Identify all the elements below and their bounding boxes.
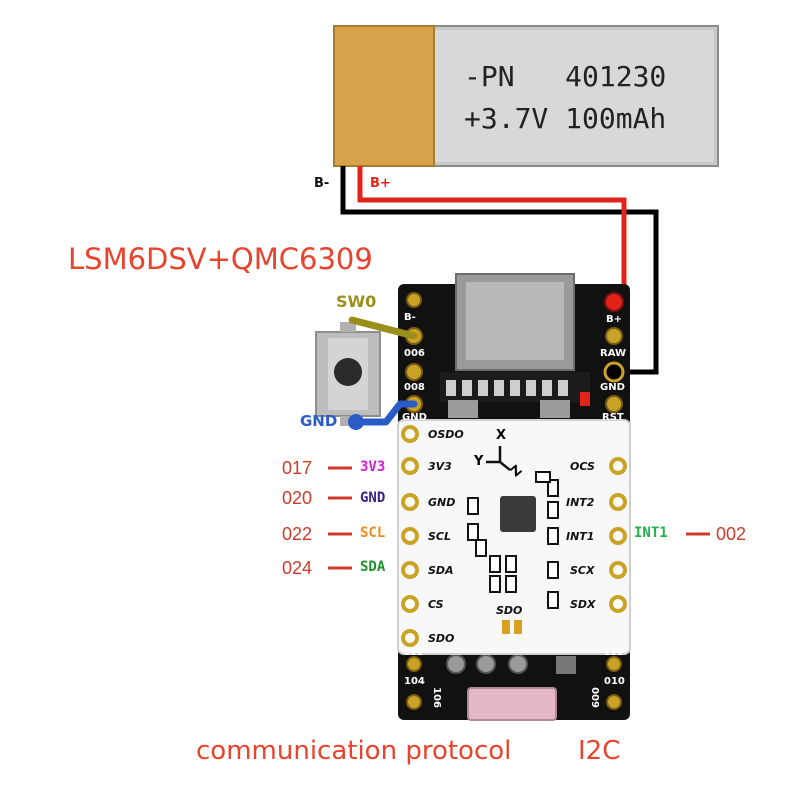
edge-pin-bplus: B+ <box>606 314 623 325</box>
callout-name-scl: SCL <box>360 525 386 541</box>
bottom-pin-104: 104 <box>404 676 425 687</box>
protocol-value: I2C <box>578 736 621 766</box>
module-pin-scx: SCX <box>570 564 595 577</box>
callout-dashes <box>328 466 710 570</box>
module-sdo-label: SDO <box>496 604 523 617</box>
bottom-pin-010: 010 <box>604 676 625 687</box>
axis-indicator <box>486 446 511 471</box>
callout-num-sda: 024 <box>282 558 313 578</box>
module-pin-int2: INT2 <box>566 496 595 509</box>
axis-y-label: Y <box>474 454 484 469</box>
page-title: LSM6DSV+QMC6309 <box>68 242 373 276</box>
edge-pin-006: 006 <box>404 348 425 359</box>
bottom-pin-106: 106 <box>430 687 442 708</box>
reset-button <box>467 687 557 721</box>
callout-name-3v3: 3V3 <box>360 459 386 475</box>
edge-pin-bneg: B- <box>404 312 416 323</box>
module-pin-sdx: SDX <box>570 598 596 611</box>
axis-x-label: X <box>496 428 507 443</box>
edge-pin-008: 008 <box>404 382 425 393</box>
edge-pin-gnd-right: GND <box>600 382 625 393</box>
imu-chip <box>500 496 536 532</box>
pad-gnd <box>603 361 625 383</box>
bottom-pin-111: 111 <box>604 648 623 658</box>
edge-pin-rst: RST <box>602 412 624 423</box>
battery-pos-label: B+ <box>370 176 391 191</box>
protocol-label: communication protocol <box>196 736 512 766</box>
gnd-wire-end <box>348 414 364 430</box>
callout-num-int1: 002 <box>716 524 747 544</box>
sw0-wire <box>348 316 418 340</box>
battery-neg-label: B- <box>314 176 330 191</box>
bottom-pin-011: 011 <box>404 648 423 658</box>
battery-line-2: +3.7V 100mAh <box>464 102 667 135</box>
callout-name-gnd: GND <box>360 490 386 506</box>
callout-num-gnd: 020 <box>282 488 313 508</box>
edge-pin-raw: RAW <box>600 348 627 359</box>
callout-name-sda: SDA <box>360 559 386 575</box>
pad-bplus <box>604 292 624 312</box>
battery <box>333 25 719 167</box>
black-wire <box>340 166 659 375</box>
module-pin-ocs: OCS <box>570 460 595 473</box>
battery-line-1: -PN 401230 <box>464 60 667 93</box>
sensor-module <box>397 419 631 655</box>
module-pin-scl: SCL <box>428 530 452 543</box>
gnd-wire <box>352 400 418 426</box>
edge-pin-gnd-left: GND <box>402 412 427 423</box>
module-pin-sdo: SDO <box>428 632 455 645</box>
module-pin-cs: CS <box>428 598 444 611</box>
module-pin-int1: INT1 <box>566 530 595 543</box>
callout-num-3v3: 017 <box>282 458 313 478</box>
module-pin-osdo: OSDO <box>428 428 464 441</box>
gnd-callout-label: GND <box>300 412 338 430</box>
tactile-switch <box>315 322 381 426</box>
callout-name-int1: INT1 <box>634 525 668 541</box>
module-pin-gnd: GND <box>428 496 456 509</box>
callout-num-scl: 022 <box>282 524 313 544</box>
usb-connector-face <box>466 282 564 360</box>
battery-label-area <box>434 30 714 162</box>
module-pin-sda: SDA <box>428 564 454 577</box>
sw0-label: SW0 <box>336 292 377 311</box>
battery-tab <box>333 25 435 167</box>
bottom-pin-009: 009 <box>588 687 600 708</box>
module-pin-3v3: 3V3 <box>428 460 452 473</box>
